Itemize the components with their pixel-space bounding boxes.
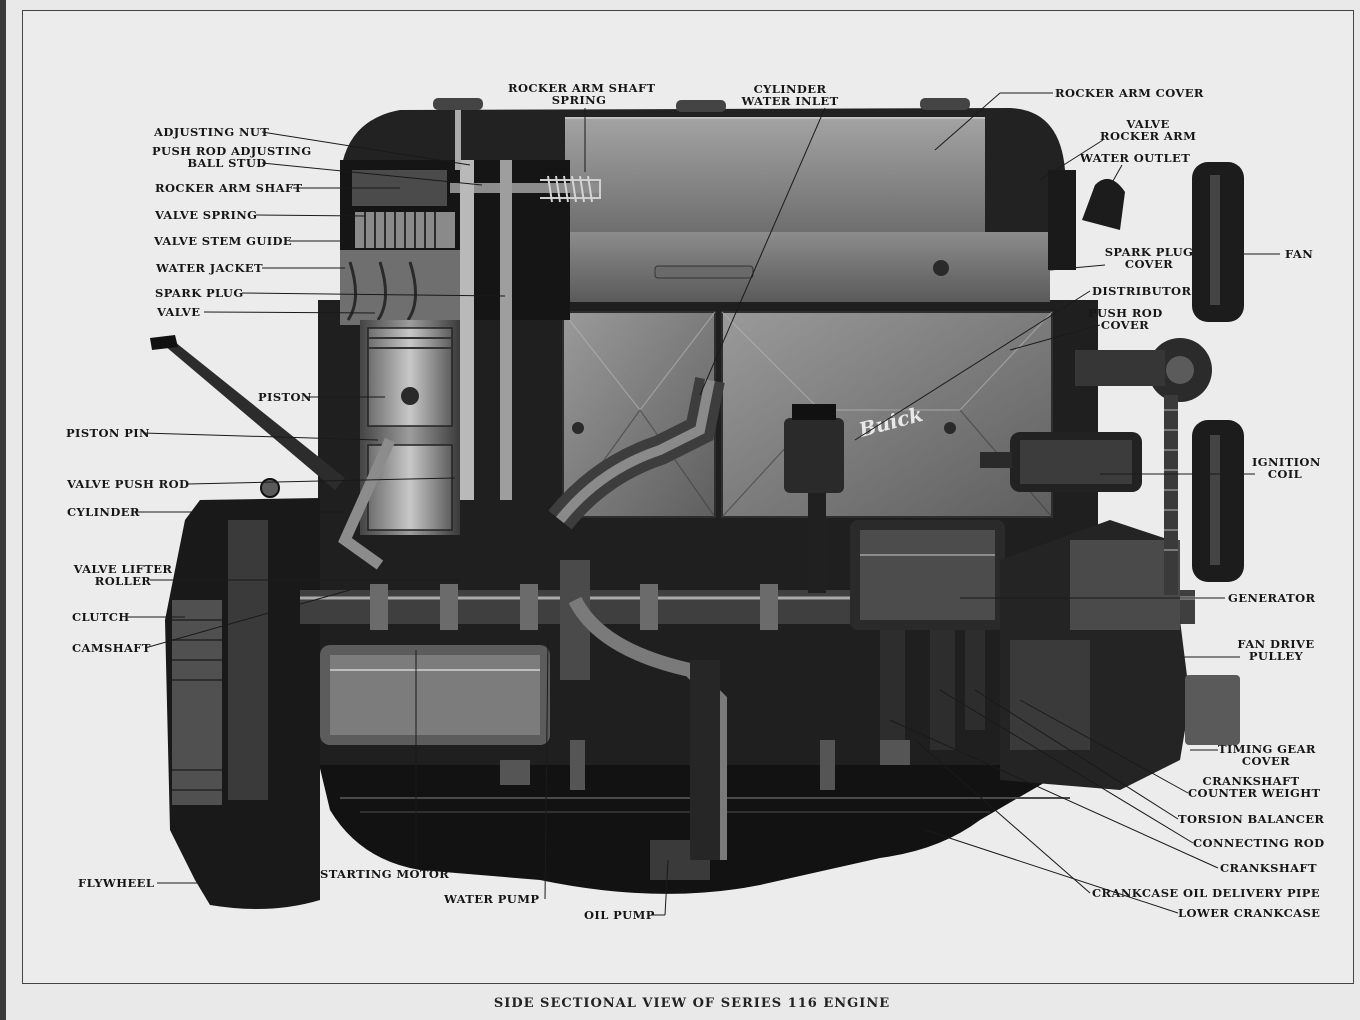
distributor-shape xyxy=(784,418,844,493)
label-connecting-rod: CONNECTING ROD xyxy=(1193,836,1325,850)
label-fan: FAN xyxy=(1285,247,1314,261)
label-camshaft: CAMSHAFT xyxy=(72,641,151,655)
label-crankcase-oil-delivery-pipe: CRANKCASE OIL DELIVERY PIPE xyxy=(1092,886,1321,900)
figure-caption: SIDE SECTIONAL VIEW OF SERIES 116 ENGINE xyxy=(493,996,891,1011)
label-ignition-coil: IGNITION COIL xyxy=(1252,455,1321,481)
label-starting-motor: STARTING MOTOR xyxy=(320,867,450,881)
label-torsion-balancer: TORSION BALANCER xyxy=(1178,812,1325,826)
label-valve-rocker-arm: VALVE ROCKER ARM xyxy=(1100,117,1197,143)
label-clutch: CLUTCH xyxy=(72,610,130,624)
label-spark-plug: SPARK PLUG xyxy=(155,286,244,300)
label-valve: VALVE xyxy=(157,305,201,319)
label-piston: PISTON xyxy=(258,390,312,404)
label-rocker-arm-shaft-spring: ROCKER ARM SHAFT SPRING xyxy=(508,81,656,107)
label-piston-pin: PISTON PIN xyxy=(66,426,150,440)
label-water-jacket: WATER JACKET xyxy=(156,261,263,275)
label-lower-crankcase: LOWER CRANKCASE xyxy=(1178,906,1321,920)
label-oil-pump: OIL PUMP xyxy=(584,908,655,922)
label-valve-lifter-roller: VALVE LIFTER ROLLER xyxy=(73,562,173,588)
leader-lines xyxy=(128,92,1280,916)
label-push-rod-adjusting-ball-stud: PUSH ROD ADJUSTING BALL STUD xyxy=(152,144,312,170)
label-crankshaft: CRANKSHAFT xyxy=(1220,861,1317,875)
label-adjusting-nut: ADJUSTING NUT xyxy=(154,125,270,139)
label-water-outlet: WATER OUTLET xyxy=(1080,151,1191,165)
label-crankshaft-counter-weight: CRANKSHAFT COUNTER WEIGHT xyxy=(1188,774,1321,800)
label-flywheel: FLYWHEEL xyxy=(78,876,155,890)
label-spark-plug-cover: SPARK PLUG COVER xyxy=(1104,245,1194,271)
label-rocker-arm-cover: ROCKER ARM COVER xyxy=(1055,86,1204,100)
label-cylinder: CYLINDER xyxy=(67,505,140,519)
label-valve-stem-guide: VALVE STEM GUIDE xyxy=(154,234,293,248)
label-rocker-arm-shaft: ROCKER ARM SHAFT xyxy=(155,181,303,195)
label-valve-spring: VALVE SPRING xyxy=(155,208,258,222)
label-cylinder-water-inlet: CYLINDER WATER INLET xyxy=(741,82,839,108)
scan-edge xyxy=(0,0,6,1020)
label-water-pump: WATER PUMP xyxy=(444,892,540,906)
label-push-rod-cover: PUSH ROD COVER xyxy=(1088,306,1163,332)
label-generator: GENERATOR xyxy=(1228,591,1316,605)
label-valve-push-rod: VALVE PUSH ROD xyxy=(67,477,190,491)
label-fan-drive-pulley: FAN DRIVE PULLEY xyxy=(1237,637,1315,663)
label-distributor: DISTRIBUTOR xyxy=(1092,284,1192,298)
label-timing-gear-cover: TIMING GEAR COVER xyxy=(1218,742,1316,768)
water-outlet-shape xyxy=(1082,178,1125,230)
